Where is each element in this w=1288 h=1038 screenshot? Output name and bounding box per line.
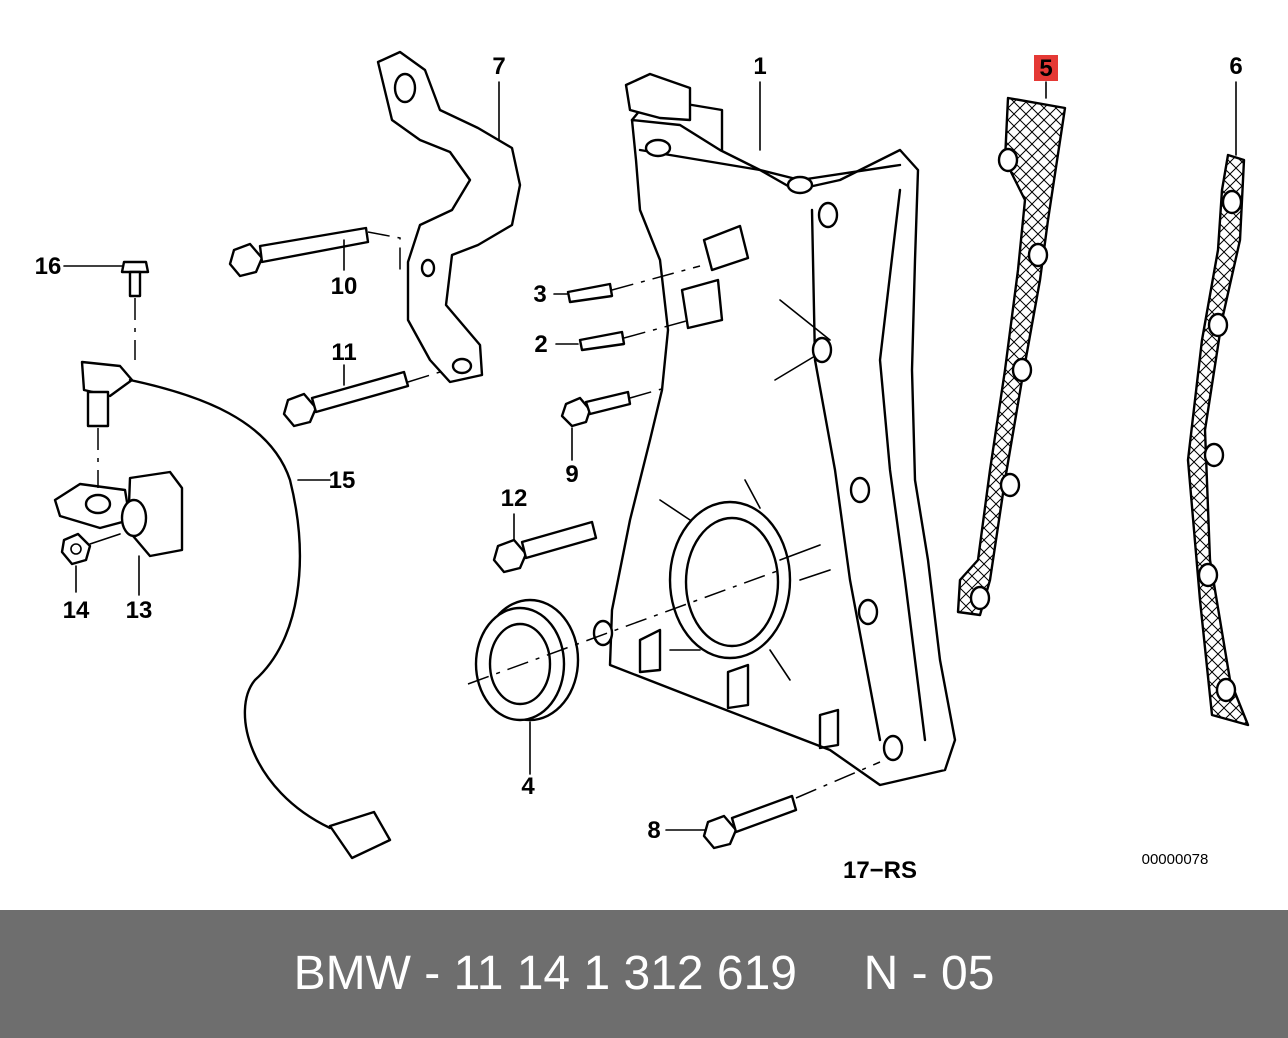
footer-bar: BMW - 11 14 1 312 619 N - 05: [0, 910, 1288, 1038]
callout-13: 13: [126, 597, 153, 624]
callout-8: 8: [647, 817, 660, 844]
callout-14: 14: [63, 597, 90, 624]
callout-10: 10: [331, 273, 358, 300]
screw-16: [120, 260, 150, 298]
image-code: 00000078: [1142, 851, 1209, 868]
bolt-10: [228, 226, 370, 278]
timing-cover: [592, 72, 957, 787]
part-number-label: BMW - 11 14 1 312 619 N - 05: [293, 947, 995, 1000]
callout-11: 11: [331, 339, 356, 366]
callout-2: 2: [534, 331, 547, 358]
shaft-seal-4: [474, 598, 580, 722]
bolt-12: [492, 520, 598, 574]
gasket-6: [1186, 153, 1250, 727]
sensor-15: [80, 360, 392, 860]
bolt-9: [560, 390, 632, 428]
callout-7: 7: [492, 53, 505, 80]
callout-5: 5: [1039, 55, 1052, 82]
callout-4: 4: [521, 773, 535, 800]
callout-16: 16: [35, 253, 62, 280]
callout-1: 1: [753, 53, 766, 80]
parts-diagram: 1 2 3 4 5 6 7 8 9 10 11 12 13 14 15 16 1…: [35, 50, 1250, 884]
bolt-11: [282, 370, 410, 428]
stud-3: [566, 282, 614, 304]
bracket-7: [376, 50, 522, 384]
callout-9: 9: [565, 461, 578, 488]
sensor-bracket-13: [53, 470, 184, 558]
stud-2: [578, 330, 626, 352]
gasket-5: [956, 96, 1067, 617]
leader-lines: [63, 81, 1237, 831]
diagram-reference: 17−RS: [843, 857, 917, 884]
callout-6: 6: [1229, 53, 1242, 80]
callout-12: 12: [501, 485, 528, 512]
bolt-8: [702, 794, 798, 850]
callout-15: 15: [329, 467, 356, 494]
callout-3: 3: [533, 281, 546, 308]
callout-5-highlight: [1034, 55, 1058, 81]
nut-14: [60, 532, 92, 566]
